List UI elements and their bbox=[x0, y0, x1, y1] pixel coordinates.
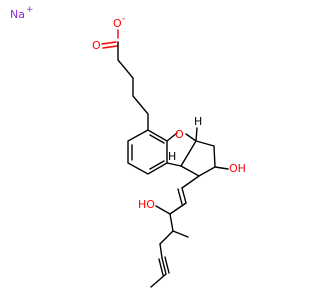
ring-hydroxyl: OH bbox=[229, 162, 246, 175]
bond-c-o-double-b bbox=[102, 45, 118, 49]
alkene-bond-b bbox=[177, 188, 183, 205]
bond-ar-o bbox=[166, 132, 178, 142]
methyl-branch bbox=[172, 230, 189, 238]
bond-methine-ch2 bbox=[159, 230, 174, 245]
alkyne-bond-a bbox=[161, 257, 167, 275]
bond-ch2-alkyne bbox=[159, 243, 163, 259]
bond-c-oh-chain bbox=[155, 205, 171, 215]
terminal-methyl bbox=[150, 273, 167, 288]
butanoate-chain bbox=[117, 41, 149, 131]
bond-alkene-carbinol bbox=[169, 202, 187, 215]
alkyne-bond-c bbox=[158, 258, 164, 276]
benzene-double-3 bbox=[149, 134, 165, 144]
stereo-bond-h1 bbox=[195, 127, 198, 142]
sodium-atom: Na bbox=[10, 8, 25, 21]
carboxylate-oxygen: O bbox=[113, 17, 122, 30]
bond-c-oh-ring bbox=[214, 166, 229, 170]
stereo-hydrogen-3a: H bbox=[194, 115, 202, 128]
bond-c-o-double-a bbox=[101, 41, 117, 45]
molecule-drawing: Na + O - O O H H OH HO bbox=[10, 5, 246, 288]
bond-c8b-c3a bbox=[180, 140, 197, 167]
bond-carbinol-methine bbox=[169, 213, 174, 232]
structure-canvas: Na + O - O O H H OH HO bbox=[10, 5, 246, 288]
sodium-charge: + bbox=[26, 5, 34, 15]
alkyne-bond-b bbox=[164, 256, 170, 274]
carbonyl-oxygen: O bbox=[92, 39, 101, 52]
benzene-double-2 bbox=[149, 160, 165, 170]
bond-ar-c8b bbox=[166, 162, 182, 167]
bond-o-c3a bbox=[185, 133, 197, 142]
bond-ring-alkene bbox=[181, 175, 200, 189]
stereo-hydrogen-8b: H bbox=[168, 150, 176, 163]
alkene-bond-a bbox=[181, 187, 187, 204]
carboxylate-charge: - bbox=[122, 14, 125, 24]
furan-oxygen: O bbox=[175, 128, 184, 141]
benzene-ring bbox=[127, 129, 168, 175]
chain-hydroxyl: HO bbox=[138, 198, 155, 211]
